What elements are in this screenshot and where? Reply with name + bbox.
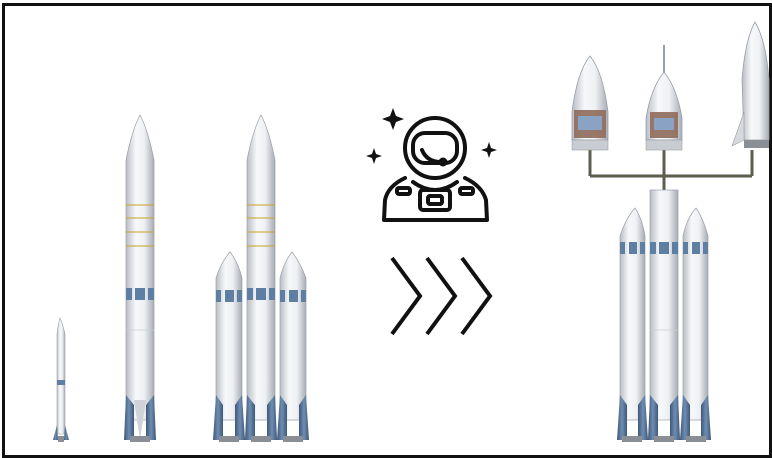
small-rocket — [53, 318, 69, 442]
triple-core-rocket — [213, 115, 309, 442]
chevron-right-icon — [392, 258, 490, 334]
payload-fairing — [572, 56, 608, 150]
astronaut-icon — [384, 118, 487, 220]
crew-capsule — [646, 45, 682, 150]
payload-connector — [590, 150, 752, 190]
spaceplane — [732, 22, 769, 148]
left-rocket-group — [53, 115, 309, 442]
right-rocket-group — [572, 22, 769, 442]
single-core-rocket — [124, 115, 156, 442]
heavy-lift-core-with-boosters — [617, 190, 711, 442]
